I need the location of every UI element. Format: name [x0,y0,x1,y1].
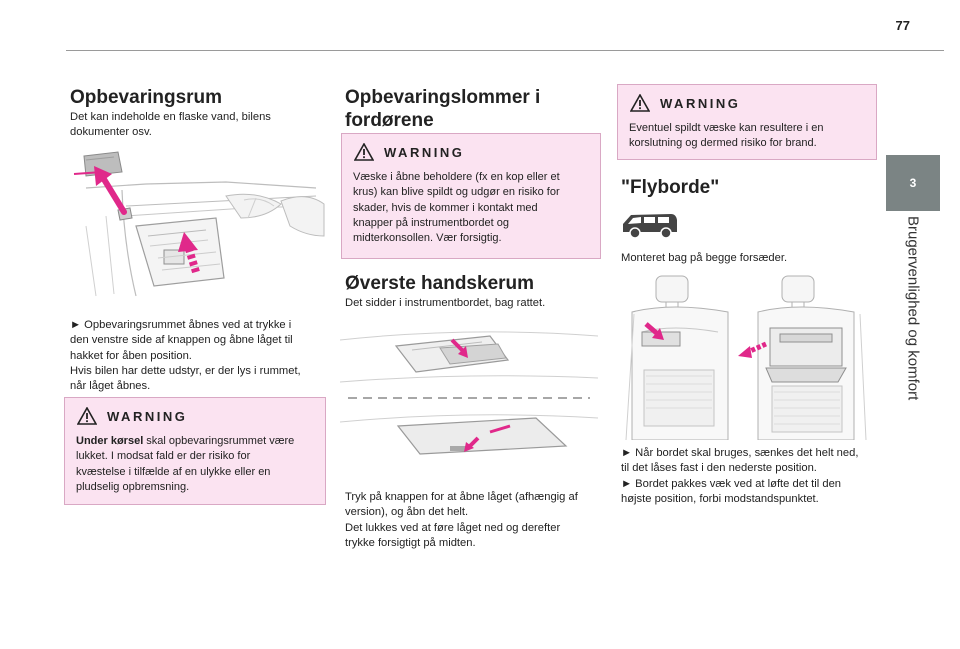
warning-box-2: WARNING Væske i åbne beholdere (fx en ko… [341,133,601,259]
warning-triangle-icon [354,143,374,161]
instruction-text-3: ► Når bordet skal bruges, sænkes det hel… [621,447,859,505]
chapter-title: Brugervenlighed og komfort [904,216,922,401]
warning-header: WARNING [618,85,876,121]
handskerum-subtext: Det sidder i instrumentbordet, bag ratte… [345,297,546,309]
warning-title: WARNING [660,95,741,111]
warning-title: WARNING [107,408,188,424]
seat-table-illustration [616,272,868,440]
instruction-text-1: ► Opbevaringsrummet åbnes ved at trykke … [70,319,301,393]
van-icon [623,214,677,239]
warning-triangle-icon [630,94,650,112]
upper-glovebox-illustration [340,322,598,478]
section-heading-flyborde: "Flyborde" [621,177,720,198]
chapter-tab[interactable]: 3 [886,155,940,211]
glovebox-illustration [66,146,326,302]
section-heading-handskerum: Øverste handskerum [345,273,535,294]
section-heading-opbevaringslommer: Opbevaringslommer i fordørene [345,87,541,131]
warning-box-3: WARNING Eventuel spildt væske kan result… [617,84,877,160]
header-rule [66,50,944,51]
instruction-text-2: Tryk på knappen for at åbne låget (afhæn… [345,491,578,549]
warning-bold-lead: Under kørsel [76,435,144,447]
warning-title: WARNING [384,144,465,160]
warning-header: WARNING [342,134,600,170]
page-number: 77 [895,18,910,33]
intro-text: Det kan indeholde en flaske vand, bilens… [70,111,271,139]
warning-box-1: WARNING Under kørsel skal opbevaringsrum… [64,397,326,505]
warning-header: WARNING [65,398,325,434]
section-heading-opbevaringsrum: Opbevaringsrum [70,87,223,108]
warning-triangle-icon [77,407,97,425]
flyborde-subtext: Monteret bag på begge forsæder. [621,252,788,264]
